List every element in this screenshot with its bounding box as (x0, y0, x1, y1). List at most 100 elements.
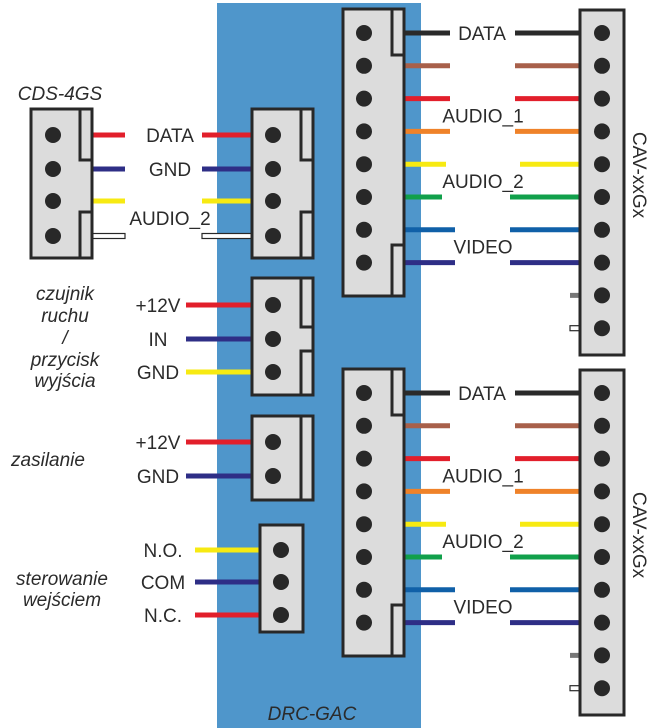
relay-label-line: sterowanie (16, 569, 108, 590)
board-label: DRC-GAC (268, 704, 357, 725)
drc-pin (265, 331, 281, 347)
connector-key (390, 603, 404, 656)
cav-pin (594, 516, 610, 533)
cds-pin (45, 193, 61, 209)
drc-pin (356, 614, 372, 631)
connectors-layer (29, 7, 626, 717)
cav-pin (594, 549, 610, 565)
drc-pin (356, 254, 372, 271)
cav-pin (594, 123, 610, 140)
connector-key (299, 210, 313, 258)
relay-signal-label: N.C. (144, 606, 182, 627)
cav-pin (594, 417, 610, 434)
connector-key (299, 278, 313, 329)
drc-pin (356, 450, 372, 467)
drc-monitor-connector (341, 7, 406, 298)
drc-pin (265, 468, 281, 484)
drc-power-connector (250, 414, 315, 502)
cav-pin (594, 254, 610, 271)
connector-key (390, 243, 404, 296)
cav-pin (594, 320, 610, 337)
drc-pin (356, 156, 372, 173)
monitor-signal-label: AUDIO_1 (442, 466, 523, 487)
connector-key (390, 369, 404, 417)
cds-4gs-connector (29, 107, 94, 260)
cav-pin (594, 647, 610, 664)
sensor-label-line: / (60, 328, 69, 349)
cav-pin (594, 581, 610, 598)
drc-pin (356, 417, 372, 434)
connector-key (390, 9, 404, 57)
drc-monitor-connector (341, 367, 406, 658)
monitor-signal-label: AUDIO_2 (442, 172, 523, 193)
drc-pin (273, 542, 289, 558)
sensor-signal-label: GND (137, 363, 179, 384)
sensor-label-line: czujnik (36, 284, 96, 305)
monitor-signal-label: AUDIO_1 (442, 106, 523, 127)
sensor-signal-label: IN (149, 330, 168, 351)
drc-pin (356, 221, 372, 238)
relay-label-line: wejściem (23, 590, 101, 611)
monitor-signal-label: AUDIO_2 (442, 532, 523, 553)
connector-key (78, 109, 92, 162)
cav-pin (594, 221, 610, 238)
cav-pin (594, 614, 610, 631)
cav-label: CAV-xxGx (628, 492, 649, 579)
sensor-label-line: wyjścia (34, 371, 95, 392)
labels-layer: CDS-4GSDATAGNDAUDIO_2czujnikruchu/przyci… (10, 24, 649, 627)
sensor-label-line: przycisk (30, 350, 101, 371)
drc-pin (265, 161, 281, 177)
cav-pin (594, 680, 610, 697)
drc-pin (356, 189, 372, 205)
drc-pin (356, 385, 372, 401)
cav-pin (594, 90, 610, 107)
cav-pin (594, 287, 610, 304)
connector-key (299, 109, 313, 162)
relay-signal-label: N.O. (143, 541, 182, 562)
drc-pin (265, 127, 281, 143)
signal-label-data: DATA (146, 126, 194, 147)
sensor-signal-label: +12V (136, 296, 181, 317)
sensor-label-line: ruchu (41, 306, 89, 327)
signal-label-audio-2: AUDIO_2 (129, 209, 210, 230)
drc-pin (273, 574, 289, 590)
cav-pin (594, 483, 610, 500)
monitor-signal-label: VIDEO (453, 238, 512, 259)
drc-pin (356, 25, 372, 41)
drc-pin (356, 483, 372, 500)
drc-pin (265, 364, 281, 380)
drc-pin (265, 434, 281, 450)
signal-label-gnd: GND (149, 160, 191, 181)
drc-sensor-connector (250, 276, 315, 397)
connector-key (78, 210, 92, 258)
drc-pin (356, 549, 372, 565)
drc-pin (356, 90, 372, 107)
monitor-signal-label: DATA (458, 384, 506, 405)
drc-pin (356, 516, 372, 533)
power-label: zasilanie (10, 450, 85, 471)
cav-pin (594, 25, 610, 41)
cav-pin (594, 57, 610, 74)
cav-pin (594, 156, 610, 173)
power-signal-label: GND (137, 467, 179, 488)
cds-pin (45, 161, 61, 177)
cav-label: CAV-xxGx (628, 132, 649, 219)
drc-pin (265, 228, 281, 244)
drc-pin (356, 581, 372, 598)
drc-cds-connector (250, 107, 315, 260)
drc-pin (356, 123, 372, 140)
monitor-signal-label: VIDEO (453, 598, 512, 619)
drc-pin (273, 607, 289, 623)
drc-pin (356, 57, 372, 74)
cav-pin (594, 189, 610, 205)
cds-pin (45, 228, 61, 244)
cds-pin (45, 127, 61, 143)
drc-pin (265, 193, 281, 209)
cav-pin (594, 385, 610, 401)
relay-signal-label: COM (141, 573, 185, 594)
cds-4gs-label: CDS-4GS (18, 84, 103, 105)
connector-key (299, 349, 313, 395)
monitor-signal-label: DATA (458, 24, 506, 45)
cav-pin (594, 450, 610, 467)
